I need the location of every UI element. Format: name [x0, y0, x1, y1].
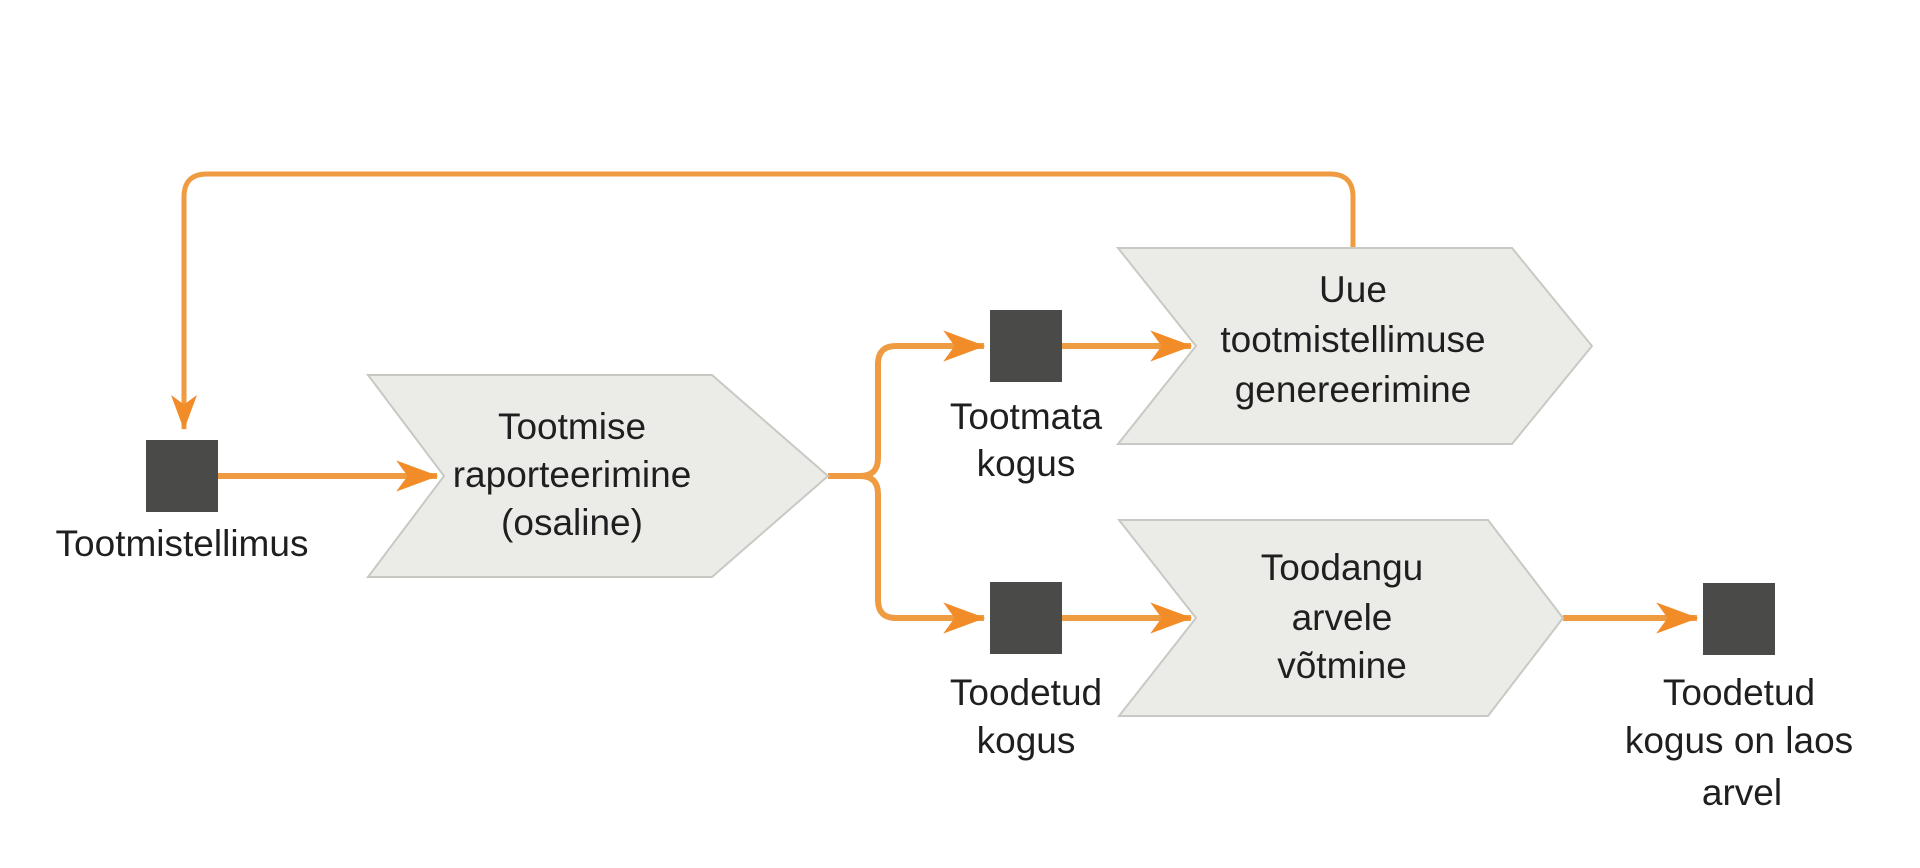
tootmise-raporteerimine-chevron [365, 374, 830, 578]
toodangu-arvele-votmine-label-line3: võtmine [1277, 645, 1407, 686]
uue-tootmistellimuse-label-line1: Uue [1319, 269, 1387, 310]
tootmata-kogus-square [990, 310, 1062, 382]
node-tootmata-kogus: Tootmata kogus [950, 310, 1103, 484]
edge-new-order-back-to-production-order [170, 171, 1356, 430]
node-toodetud-kogus-on-laos-arvel: Toodetud kogus on laos arvel [1625, 583, 1853, 813]
tootmise-raporteerimine-label-line1: Tootmise [498, 406, 646, 447]
uue-tootmistellimuse-chevron [1115, 247, 1594, 445]
edge-reporting-to-produced-qty [828, 473, 986, 634]
toodetud-kogus-laos-label-line2: kogus on laos [1625, 720, 1853, 761]
tootmata-kogus-label-line2: kogus [977, 443, 1076, 484]
toodetud-kogus-label-line1: Toodetud [950, 672, 1102, 713]
toodangu-arvele-votmine-chevron [1116, 519, 1565, 717]
node-toodangu-arvele-votmine: Toodangu arvele võtmine [1116, 519, 1565, 717]
node-uue-tootmistellimuse-genereerimine: Uue tootmistellimuse genereerimine [1115, 247, 1594, 445]
toodangu-arvele-votmine-label-line1: Toodangu [1261, 547, 1424, 588]
tootmise-raporteerimine-label-line2: raporteerimine [453, 454, 692, 495]
toodetud-kogus-laos-square [1703, 583, 1775, 655]
tootmata-kogus-label-line1: Tootmata [950, 396, 1103, 437]
uue-tootmistellimuse-label-line2: tootmistellimuse [1220, 319, 1485, 360]
toodetud-kogus-label-line2: kogus [977, 720, 1076, 761]
toodetud-kogus-square [990, 582, 1062, 654]
uue-tootmistellimuse-label-line3: genereerimine [1235, 369, 1472, 410]
node-tootmise-raporteerimine: Tootmise raporteerimine (osaline) [365, 374, 830, 578]
tootmistellimus-label: Tootmistellimus [56, 523, 309, 564]
node-tootmistellimus: Tootmistellimus [56, 440, 309, 564]
tootmise-raporteerimine-label-line3: (osaline) [501, 502, 643, 543]
node-toodetud-kogus: Toodetud kogus [950, 582, 1102, 761]
toodangu-arvele-votmine-label-line2: arvele [1292, 597, 1393, 638]
tootmistellimus-square [146, 440, 218, 512]
toodetud-kogus-laos-label-line3: arvel [1702, 772, 1782, 813]
toodetud-kogus-laos-label-line1: Toodetud [1663, 672, 1815, 713]
